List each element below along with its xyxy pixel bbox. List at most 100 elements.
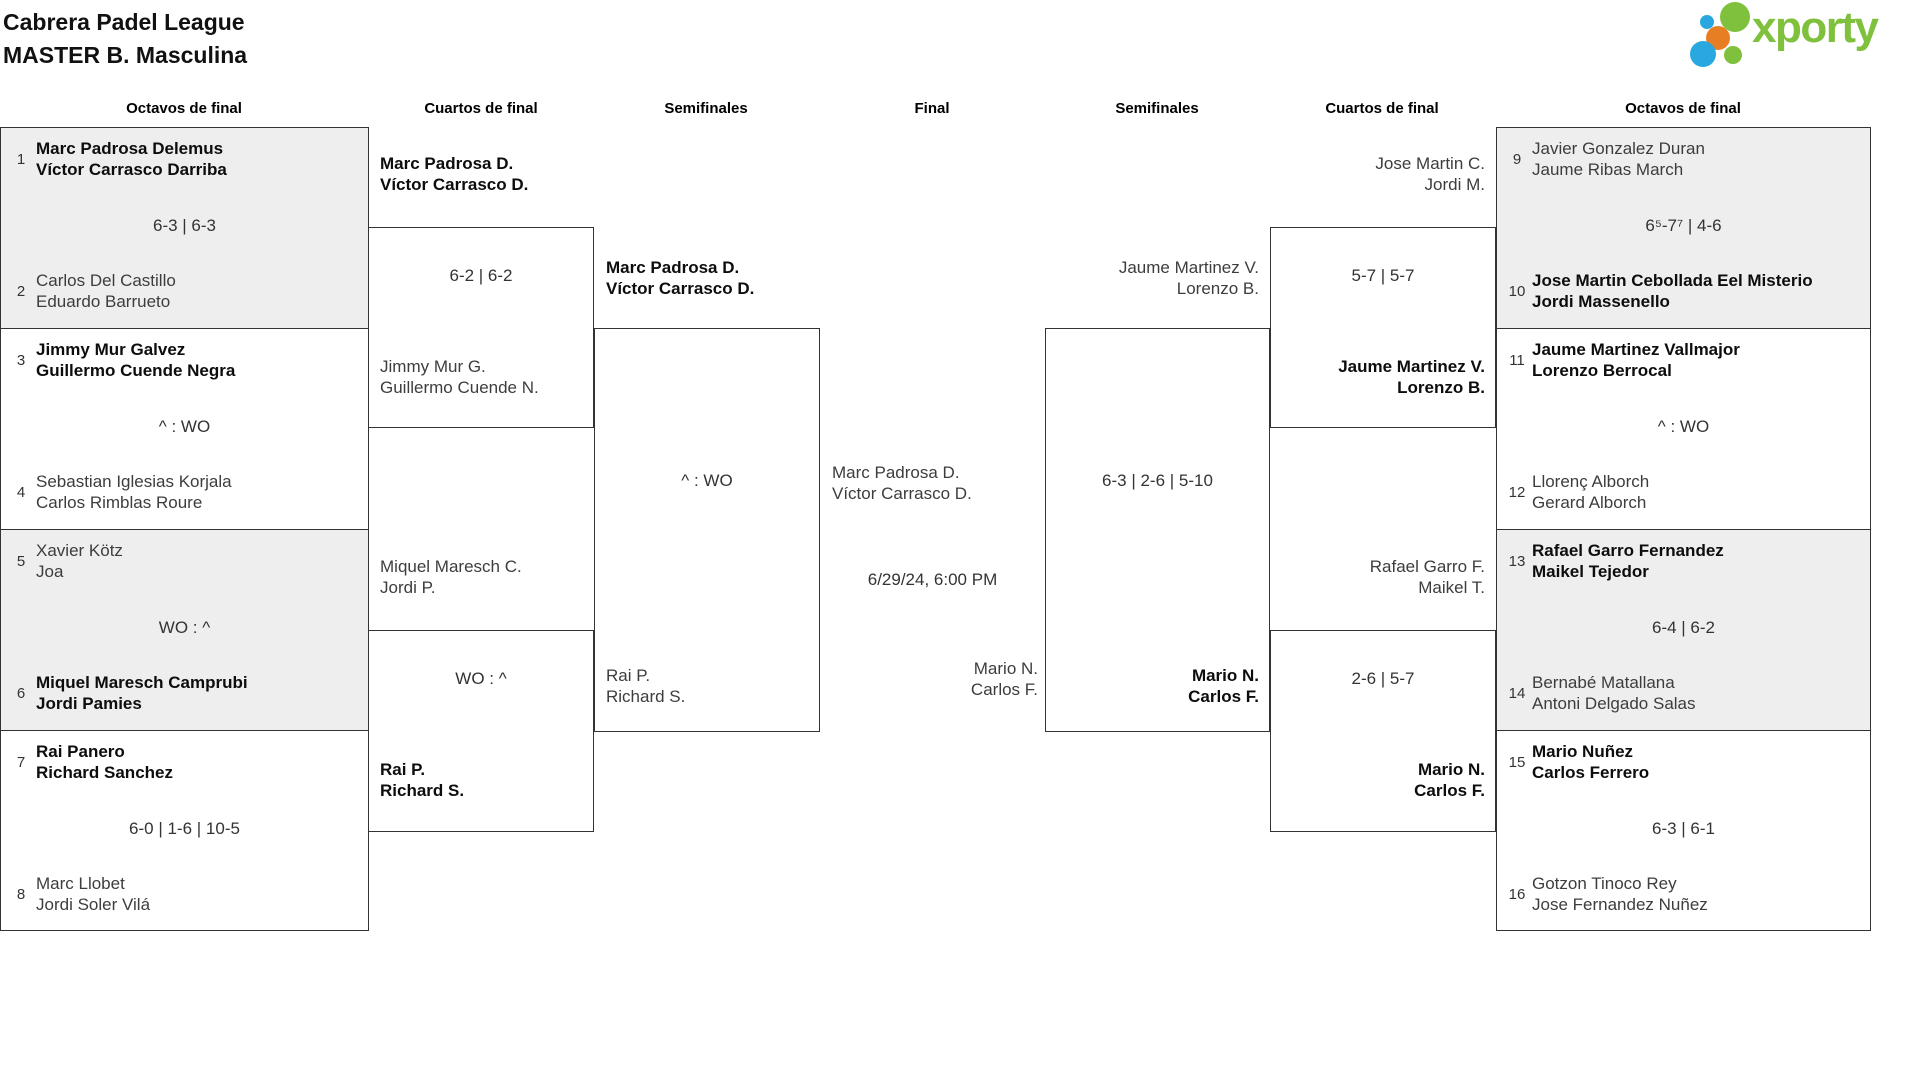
team-names: Jaume Martinez Vallmajor Lorenzo Berroca… <box>1532 340 1740 380</box>
match-score: WO : ^ <box>455 669 507 688</box>
team-names: Marc Padrosa D. Víctor Carrasco D. <box>832 463 972 503</box>
logo-dot-blue-small <box>1700 15 1714 29</box>
team-names: Rafael Garro Fernandez Maikel Tejedor <box>1532 541 1724 581</box>
seed-number: 9 <box>1512 150 1522 168</box>
round-header-cuartos-right: Cuartos de final <box>1325 100 1439 117</box>
seed-number: 6 <box>16 684 26 702</box>
match-octavos-7-8[interactable]: 7 Rai Panero Richard Sanchez 6-0 | 1-6 |… <box>0 730 369 931</box>
team-names: Jimmy Mur Galvez Guillermo Cuende Negra <box>36 340 236 380</box>
team-names: Mario N. Carlos F. <box>970 659 1038 699</box>
seed-number: 14 <box>1508 684 1526 702</box>
match-score: 6-3 | 2-6 | 5-10 <box>1102 471 1213 490</box>
match-score: WO : ^ <box>158 618 211 637</box>
round-header-semifinal-right: Semifinales <box>1115 100 1199 117</box>
team-names: Carlos Del Castillo Eduardo Barrueto <box>36 271 176 311</box>
match-cuartos-right-2[interactable]: Rafael Garro F. Maikel T. 2-6 | 5-7 Mari… <box>1270 557 1496 832</box>
team-names: Jaume Martinez V. Lorenzo B. <box>1338 357 1485 397</box>
seed-number: 2 <box>16 282 26 300</box>
logo-dot-green-big <box>1720 2 1750 32</box>
logo-dot-green-small <box>1724 46 1742 64</box>
team-names: Rai P. Richard S. <box>380 760 465 800</box>
xporty-logo[interactable]: xporty <box>1688 0 1920 72</box>
seed-number: 12 <box>1508 483 1526 501</box>
match-semifinal-right[interactable]: Jaume Martinez V. Lorenzo B. 6-3 | 2-6 |… <box>1045 258 1270 732</box>
match-score: ^ : WO <box>1657 417 1710 436</box>
team-names: Gotzon Tinoco Rey Jose Fernandez Nuñez <box>1532 874 1708 914</box>
seed-number: 10 <box>1508 282 1526 300</box>
team-names: Marc Padrosa D. Víctor Carrasco D. <box>380 154 529 194</box>
seed-number: 13 <box>1508 552 1526 570</box>
team-names: Bernabé Matallana Antoni Delgado Salas <box>1532 673 1696 713</box>
team-row: 6 Miquel Maresch Camprubi Jordi Pamies <box>9 672 360 714</box>
seed-number: 4 <box>16 483 26 501</box>
seed-number: 11 <box>1509 351 1525 369</box>
match-final[interactable]: Marc Padrosa D. Víctor Carrasco D. 6/29/… <box>820 0 1045 1067</box>
match-octavos-11-12[interactable]: 11 Jaume Martinez Vallmajor Lorenzo Berr… <box>1496 328 1871 530</box>
match-octavos-13-14[interactable]: 13 Rafael Garro Fernandez Maikel Tejedor… <box>1496 529 1871 731</box>
team-names: Jose Martin Cebollada Eel Misterio Jordi… <box>1532 271 1813 311</box>
match-octavos-9-10[interactable]: 9 Javier Gonzalez Duran Jaume Ribas Marc… <box>1496 127 1871 329</box>
seed-number: 3 <box>16 351 26 369</box>
team-names: Miquel Maresch C. Jordi P. <box>380 557 522 597</box>
match-semifinal-left[interactable]: Marc Padrosa D. Víctor Carrasco D. ^ : W… <box>594 258 820 732</box>
team-names: Marc Padrosa Delemus Víctor Carrasco Dar… <box>36 139 227 179</box>
team-names: Mario N. Carlos F. <box>1188 666 1259 706</box>
team-row: 12 Llorenç Alborch Gerard Alborch <box>1505 471 1862 513</box>
match-score: 6-3 | 6-1 <box>1651 819 1715 838</box>
team-names: Mario N. Carlos F. <box>1414 760 1485 800</box>
match-score: 6⁵-7⁷ | 4-6 <box>1645 216 1722 235</box>
team-row: 5 Xavier Kötz Joa <box>9 540 360 582</box>
round-header-cuartos-left: Cuartos de final <box>424 100 538 117</box>
match-octavos-1-2[interactable]: 1 Marc Padrosa Delemus Víctor Carrasco D… <box>0 127 369 329</box>
team-names: Xavier Kötz Joa <box>36 541 123 581</box>
match-score: 5-7 | 5-7 <box>1351 266 1415 285</box>
seed-number: 1 <box>16 150 26 168</box>
team-row: 15 Mario Nuñez Carlos Ferrero <box>1505 741 1862 783</box>
match-score: 6-4 | 6-2 <box>1651 618 1715 637</box>
team-row: 10 Jose Martin Cebollada Eel Misterio Jo… <box>1505 270 1862 312</box>
team-names: Sebastian Iglesias Korjala Carlos Rimbla… <box>36 472 232 512</box>
team-row: 4 Sebastian Iglesias Korjala Carlos Rimb… <box>9 471 360 513</box>
team-row: 8 Marc Llobet Jordi Soler Vilá <box>9 873 360 915</box>
team-names: Rafael Garro F. Maikel T. <box>1369 557 1485 597</box>
team-row: 3 Jimmy Mur Galvez Guillermo Cuende Negr… <box>9 339 360 381</box>
team-row: 13 Rafael Garro Fernandez Maikel Tejedor <box>1505 540 1862 582</box>
team-names: Jaume Martinez V. Lorenzo B. <box>1118 258 1259 298</box>
seed-number: 15 <box>1508 753 1526 771</box>
team-names: Marc Llobet Jordi Soler Vilá <box>36 874 151 914</box>
match-cuartos-left-2[interactable]: Miquel Maresch C. Jordi P. WO : ^ Rai P.… <box>368 557 594 832</box>
match-cuartos-left-1[interactable]: Marc Padrosa D. Víctor Carrasco D. 6-2 |… <box>368 154 594 428</box>
seed-number: 7 <box>16 753 26 771</box>
team-row: 2 Carlos Del Castillo Eduardo Barrueto <box>9 270 360 312</box>
match-octavos-3-4[interactable]: 3 Jimmy Mur Galvez Guillermo Cuende Negr… <box>0 328 369 530</box>
page-title-line2: MASTER B. Masculina <box>3 42 248 68</box>
round-header-octavos-left: Octavos de final <box>126 100 242 117</box>
match-octavos-5-6[interactable]: 5 Xavier Kötz Joa WO : ^ 6 Miquel Maresc… <box>0 529 369 731</box>
seed-number: 16 <box>1508 885 1526 903</box>
team-names: Marc Padrosa D. Víctor Carrasco D. <box>606 258 755 298</box>
page-title-line1: Cabrera Padel League <box>3 9 245 35</box>
team-row: 14 Bernabé Matallana Antoni Delgado Sala… <box>1505 672 1862 714</box>
round-header-semifinal-left: Semifinales <box>664 100 748 117</box>
match-score: ^ : WO <box>158 417 211 436</box>
match-score: 2-6 | 5-7 <box>1351 669 1415 688</box>
seed-number: 5 <box>16 552 26 570</box>
final-schedule: 6/29/24, 6:00 PM <box>867 570 998 589</box>
match-cuartos-right-1[interactable]: Jose Martin C. Jordi M. 5-7 | 5-7 Jaume … <box>1270 154 1496 428</box>
team-row: 16 Gotzon Tinoco Rey Jose Fernandez Nuñe… <box>1505 873 1862 915</box>
round-header-final: Final <box>914 100 950 117</box>
match-score: ^ : WO <box>681 471 733 490</box>
team-names: Miquel Maresch Camprubi Jordi Pamies <box>36 673 248 713</box>
match-score: 6-0 | 1-6 | 10-5 <box>129 819 240 838</box>
seed-number: 8 <box>16 885 26 903</box>
team-names: Rai Panero Richard Sanchez <box>36 742 173 782</box>
team-names: Mario Nuñez Carlos Ferrero <box>1532 742 1650 782</box>
round-header-octavos-right: Octavos de final <box>1625 100 1741 117</box>
team-names: Jose Martin C. Jordi M. <box>1375 154 1485 194</box>
match-octavos-15-16[interactable]: 15 Mario Nuñez Carlos Ferrero 6-3 | 6-1 … <box>1496 730 1871 931</box>
team-names: Javier Gonzalez Duran Jaume Ribas March <box>1532 139 1705 179</box>
team-row: 9 Javier Gonzalez Duran Jaume Ribas Marc… <box>1505 138 1862 180</box>
team-row: 7 Rai Panero Richard Sanchez <box>9 741 360 783</box>
team-names: Jimmy Mur G. Guillermo Cuende N. <box>380 357 539 397</box>
